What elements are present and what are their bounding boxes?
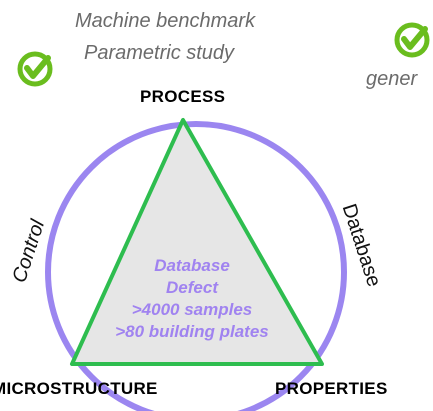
- center-line-samples: >4000 samples: [131, 300, 253, 319]
- center-line-plates: >80 building plates: [115, 322, 269, 341]
- process-note-2: Parametric study: [84, 42, 235, 64]
- vertex-properties: PROPERTIES: [275, 379, 388, 398]
- center-notes: Database Defect >4000 samples >80 buildi…: [84, 255, 300, 343]
- relationship-triangle: [70, 118, 324, 366]
- cycle-circle: [45, 121, 347, 411]
- process-note-1: Machine benchmark: [75, 10, 256, 32]
- center-line-database: Database: [154, 256, 230, 275]
- right-note: gener: [366, 68, 418, 90]
- vertex-microstructure: MICROSTRUCTURE: [0, 379, 158, 398]
- center-line-defect: Defect: [166, 278, 218, 297]
- check-badge-icon: [17, 51, 53, 87]
- check-badge-icon: [394, 22, 430, 58]
- vertex-process: PROCESS: [140, 87, 226, 106]
